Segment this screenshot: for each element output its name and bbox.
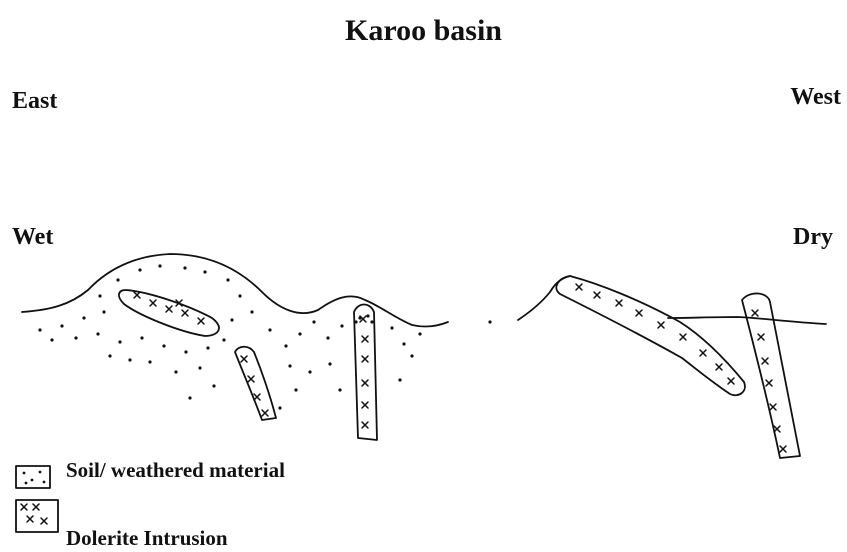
dolerite-dyke-wet-vertical xyxy=(354,305,377,441)
dolerite-dyke-wet-small xyxy=(235,347,276,420)
diagram-title: Karoo basin xyxy=(0,14,847,48)
wet-terrain-profile xyxy=(22,254,448,326)
direction-label-west: West xyxy=(790,84,841,111)
legend-label-soil: Soil/ weathered material xyxy=(66,458,285,483)
dry-terrain-profile xyxy=(518,276,570,320)
direction-label-east: East xyxy=(12,88,57,115)
dolerite-sill-dry xyxy=(556,276,745,395)
legend-label-dolerite: Dolerite Intrusion xyxy=(66,526,228,551)
climate-label-wet: Wet xyxy=(12,224,53,251)
climate-label-dry: Dry xyxy=(793,224,833,251)
soil-symbol-icon xyxy=(16,466,50,488)
soil-dots xyxy=(23,264,492,484)
dolerite-sill-wet xyxy=(119,290,219,336)
